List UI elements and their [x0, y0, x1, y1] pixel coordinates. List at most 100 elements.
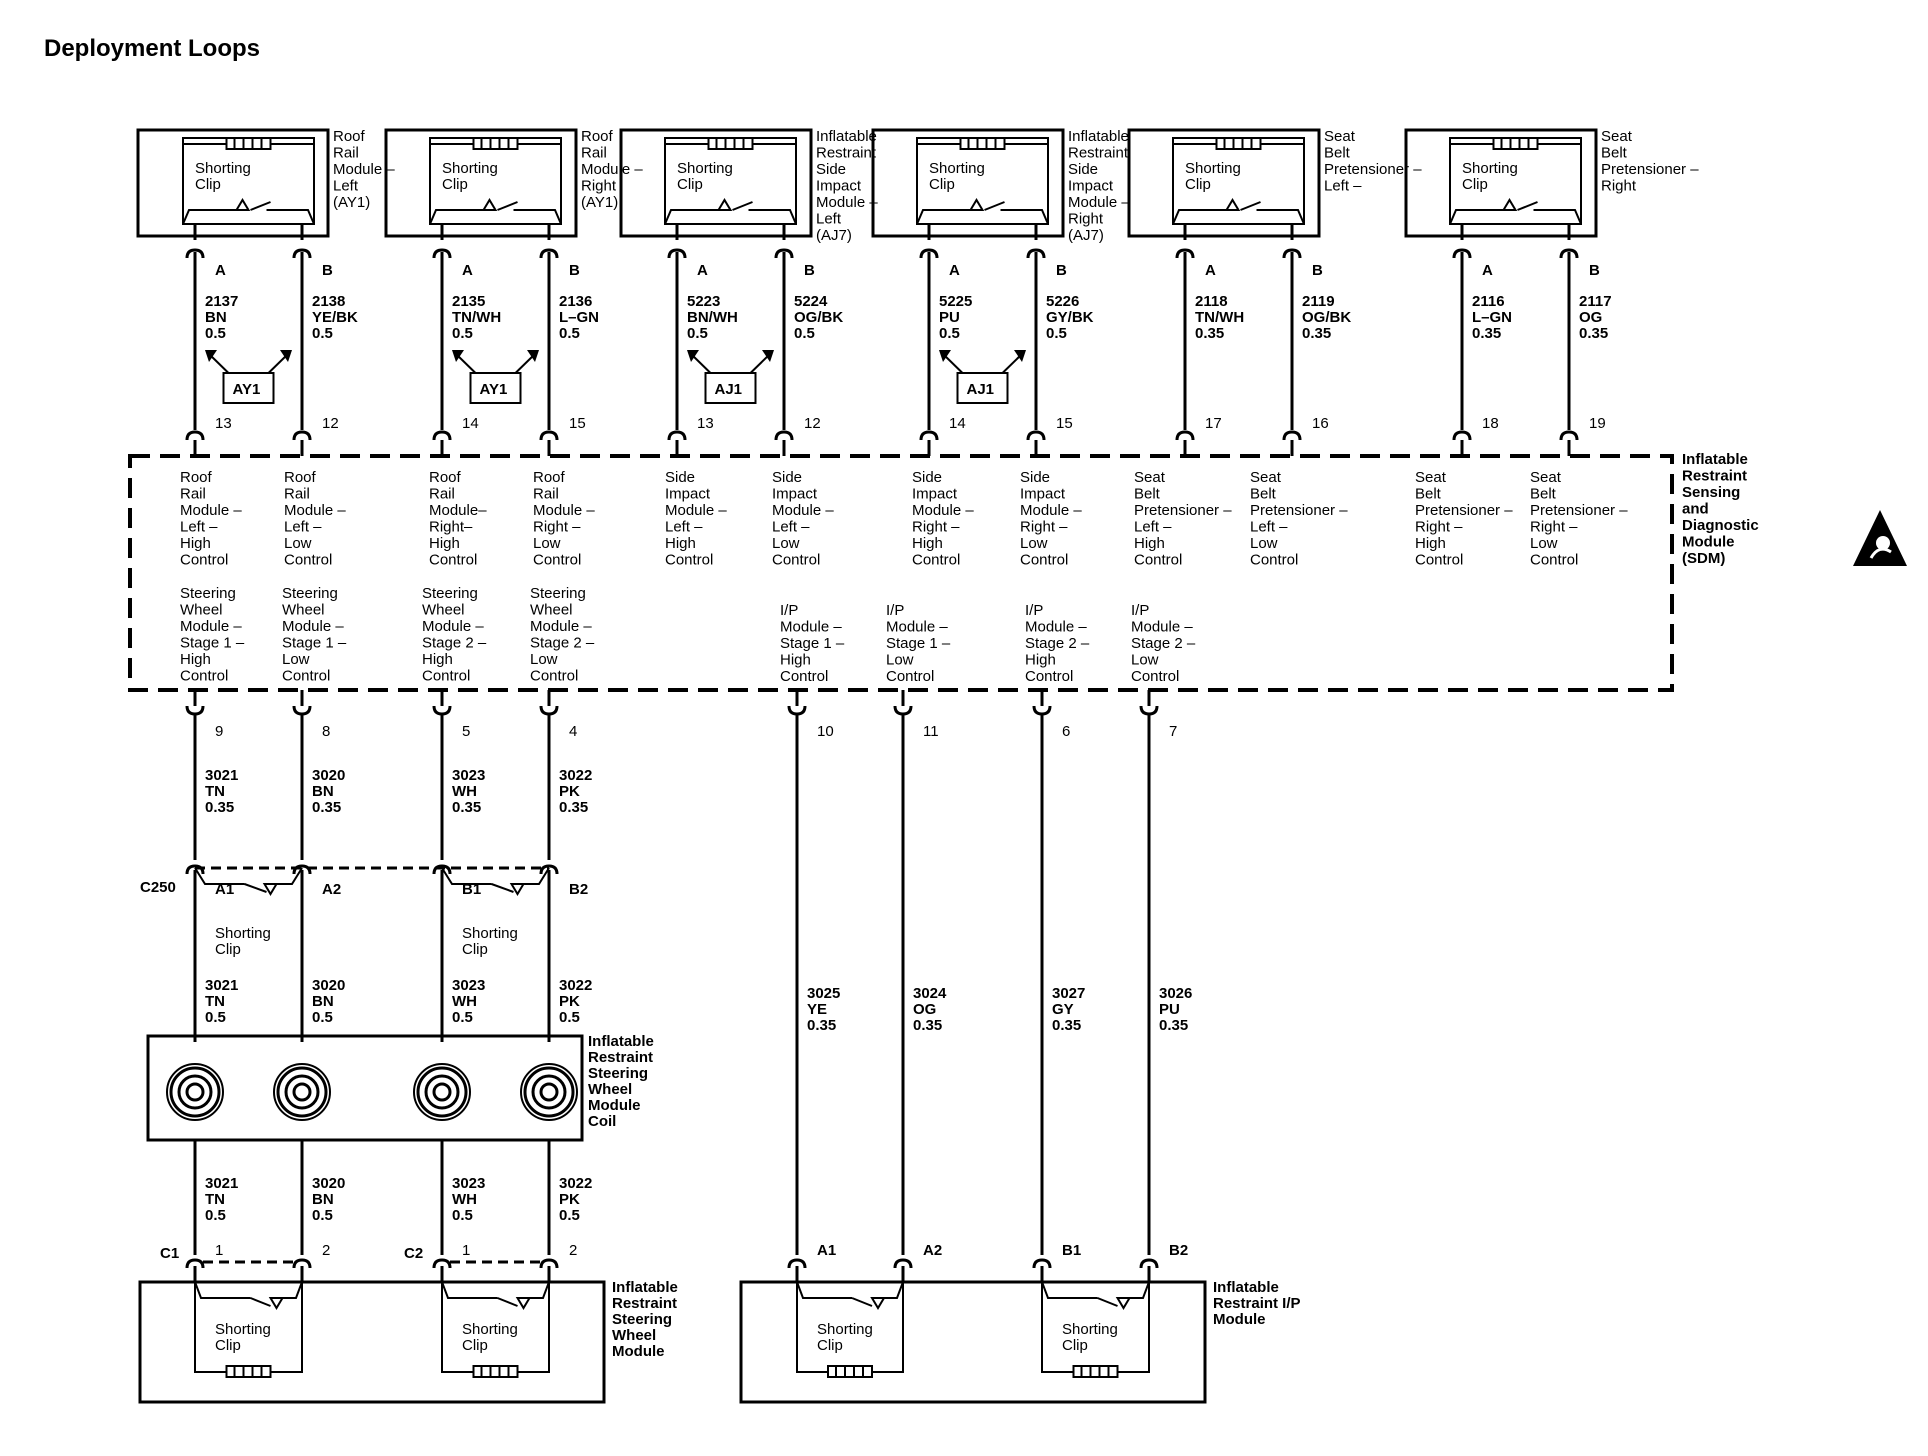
sdm-lower-label-line: Stage 2 –: [530, 635, 595, 652]
clip-contact: [513, 209, 562, 225]
module-name-line: Restraint: [816, 145, 877, 162]
terminal-a: [1452, 248, 1472, 259]
coil-spiral: [520, 1063, 578, 1121]
sdm-name-line: (SDM): [1682, 550, 1725, 567]
mid-wire-label-line: 0.5: [559, 1009, 580, 1026]
arrow-head: [205, 350, 217, 362]
wire-b-label-line: YE/BK: [312, 309, 358, 326]
sdm-pin-a: 14: [949, 415, 966, 432]
pin-a-label: A: [697, 262, 708, 279]
arrow-head: [939, 350, 951, 362]
connector-box: [222, 372, 275, 404]
sdm-pin-a: 18: [1482, 415, 1499, 432]
mid-wire-label-line: 3021: [205, 977, 238, 994]
terminal-a: [185, 248, 205, 259]
sdm-lower-label-line: Module –: [422, 618, 484, 635]
sdm-upper-label-line: Low: [1530, 535, 1558, 552]
sdm-upper-label-line: High: [429, 535, 460, 552]
mid-wire-label-line: TN: [205, 993, 225, 1010]
upper-wire-label-line: 0.35: [312, 799, 341, 816]
module-name-line: (AJ7): [1068, 227, 1104, 244]
ip-module-name-line: Inflatable: [1213, 1279, 1279, 1296]
module-pin: 1: [215, 1242, 223, 1259]
sdm-upper-label-line: Control: [1250, 552, 1298, 569]
c250-terminal: [539, 864, 559, 875]
module-box: [1127, 128, 1321, 238]
connector-block: [959, 137, 1006, 150]
sdm-pin-a: 13: [215, 415, 232, 432]
sdm-upper-label-line: Impact: [1020, 486, 1066, 503]
module-box: [619, 128, 813, 238]
terminal-b: [292, 248, 312, 259]
sdm-upper-label-line: High: [1415, 535, 1446, 552]
sdm-upper-label-line: Right –: [1530, 519, 1578, 536]
module-name-line: Module –: [816, 194, 878, 211]
terminal-b: [539, 248, 559, 259]
module-pin: B1: [1062, 1242, 1081, 1259]
sdm-pin: 4: [569, 723, 577, 740]
coil-name-line: Inflatable: [588, 1033, 654, 1050]
sdm-lower-label-line: Steering: [180, 585, 236, 602]
sdm-upper-label-line: Module –: [912, 502, 974, 519]
sdm-terminal-b: [292, 430, 312, 441]
sdm-upper-label-line: Belt: [1415, 486, 1442, 503]
steering-module-name-line: Module: [612, 1343, 665, 1360]
shorting-clip-label-line: Clip: [1062, 1337, 1088, 1354]
sdm-upper-label-line: Left –: [284, 519, 322, 536]
connector-label: AY1: [233, 381, 261, 398]
sdm-pin-b: 12: [804, 415, 821, 432]
coil-box: [146, 1034, 584, 1142]
clip-contact: [525, 1281, 550, 1299]
sdm-upper-label-line: Control: [665, 552, 713, 569]
sdm-pin: 7: [1169, 723, 1177, 740]
pin-b-label: B: [804, 262, 815, 279]
sdm-upper-label-line: High: [1134, 535, 1165, 552]
sdm-lower-label-line: Module –: [886, 619, 948, 636]
low-wire-label-line: 3021: [205, 1175, 238, 1192]
shorting-clip-label-line: Shorting: [195, 160, 251, 177]
pin-b-label: B: [569, 262, 580, 279]
sdm-upper-label-line: Seat: [1134, 469, 1166, 486]
module-box: [871, 128, 1065, 238]
ip-wire-label-line: 3025: [807, 985, 840, 1002]
low-wire-label-line: WH: [452, 1191, 477, 1208]
upper-wire-label-line: TN: [205, 783, 225, 800]
wire-a-label-line: 2135: [452, 293, 485, 310]
shorting-clip-label-line: Shorting: [817, 1321, 873, 1338]
sdm-lower-label-line: Low: [282, 651, 310, 668]
sdm-upper-label-line: Rail: [533, 486, 559, 503]
module-name-line: Side: [1068, 161, 1098, 178]
upper-wire-label-line: 3021: [205, 767, 238, 784]
sdm-upper-label-line: Control: [772, 552, 820, 569]
sdm-terminal-a: [1452, 430, 1472, 441]
shorting-clip-label-line: Shorting: [215, 925, 271, 942]
low-wire-label-line: 0.5: [452, 1207, 473, 1224]
connector-block: [225, 1365, 272, 1378]
clip-switch: [851, 1297, 873, 1307]
clip-switch: [497, 201, 518, 211]
sdm-lower-label-line: Control: [282, 668, 330, 685]
sdm-upper-label-line: Control: [284, 552, 332, 569]
